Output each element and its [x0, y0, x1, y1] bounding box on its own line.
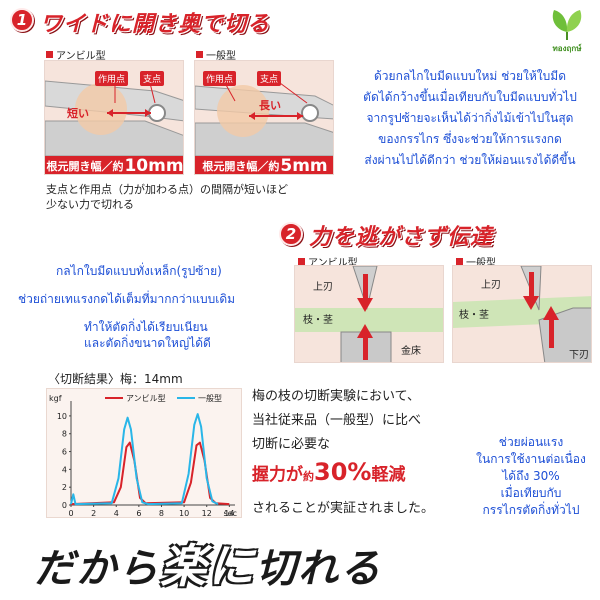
anvil-upper-blade-label: 上刃 — [313, 282, 333, 293]
section2-anvil-diagram: 上刃 枝・茎 金床 — [294, 265, 444, 363]
thai-line: ส่งผ่านไปได้ดีกว่า ช่วยให้ผ่อนแรงได้ดีขึ… — [364, 153, 576, 167]
section1-anvil-label: アンビル型 — [46, 47, 106, 62]
thai-line: ช่วยผ่อนแรง — [498, 435, 564, 449]
thai-line: เมื่อเทียบกับ — [500, 486, 562, 500]
general-pruner-illustration — [195, 61, 333, 157]
chart-y-tick-label: 6 — [62, 448, 67, 457]
chart-x-tick-label: 8 — [159, 509, 164, 518]
chart-y-tick-label: 4 — [62, 465, 67, 474]
thai-line: กรรไกรตัดกิ่งทั่วไป — [482, 503, 580, 517]
chart-x-tick-label: 4 — [114, 509, 119, 518]
slogan-highlight: 楽に — [160, 539, 256, 593]
general-force-illustration — [453, 266, 591, 362]
logo-text: ทองฤกษ์ — [552, 44, 582, 53]
brand-logo: ทองฤกษ์ — [542, 2, 592, 53]
chart-x-tick-label: 14 — [224, 509, 234, 518]
anvil-fulcrum-tag: 支点 — [140, 71, 165, 86]
anvil-force-illustration — [295, 266, 443, 362]
chart-x-tick-label: 10 — [179, 509, 189, 518]
anvil-action-point-tag: 作用点 — [95, 71, 129, 86]
section1-general-label: 一般型 — [196, 47, 236, 62]
chart-legend-label: アンビル型 — [126, 394, 166, 403]
general-branch-label: 枝・茎 — [459, 310, 489, 321]
section2-number: 2 — [279, 222, 303, 246]
slogan: だから楽に切れる — [34, 530, 382, 596]
chart-x-label: sec — [224, 509, 238, 518]
chart-y-tick-label: 8 — [62, 430, 67, 439]
general-distance-label: 長い — [259, 99, 281, 112]
thai-description-3: ช่วยผ่อนแรง ในการใช้งานต่อเนื่อง ได้ถึง … — [464, 434, 598, 519]
chart-svg: 0 2 4 6 8 10 0 2 4 6 8 10 12 14 kgf sec アンビル型 一般型 — [49, 393, 238, 518]
section1-number: 1 — [10, 8, 34, 32]
results-emphasis: 握力が約30%軽減 — [252, 458, 406, 486]
results-text-line2: 当社従来品（一般型）に比べ — [252, 413, 422, 428]
thai-line: ของกรรไกร ซึ่งจะช่วยให้การแรงกด — [378, 132, 562, 146]
slogan-part1: だから — [34, 546, 160, 592]
section1-heading: ワイドに開き奥で切る — [40, 12, 271, 37]
section1-caption-line2: 少ない力で切れる — [46, 198, 134, 211]
chart-y-tick-label: 2 — [62, 483, 67, 492]
thai-line: ตัดได้กว้างขึ้นเมื่อเทียบกับใบมีดแบบทั่ว… — [363, 90, 577, 104]
anvil-bed-label: 金床 — [401, 346, 421, 357]
section2-anvil-label: アンビル型 — [298, 254, 358, 269]
chart-x-tick-label: 6 — [136, 509, 141, 518]
anvil-pruner-illustration — [45, 61, 183, 157]
chart-x-tick-label: 2 — [91, 509, 96, 518]
results-title: 〈切断結果〉梅：14mm — [48, 372, 183, 386]
thai-description-2-line1: กลไกใบมีดแบบทั่งเหล็ก(รูปซ้าย) — [56, 264, 222, 278]
chart-series-line — [70, 413, 219, 506]
cutting-force-chart: 0 2 4 6 8 10 0 2 4 6 8 10 12 14 kgf sec アンビル型 一般型 — [46, 388, 242, 518]
thai-description-2-line2: ช่วยถ่ายเทแรงกดได้เต็มที่มากกว่าแบบเดิม — [18, 292, 236, 306]
chart-x-tick-label: 12 — [202, 509, 212, 518]
slogan-part2: 切れる — [256, 546, 382, 592]
section2-general-label: 一般型 — [456, 254, 496, 269]
section2-heading: 力を逃がさず伝達 — [309, 225, 494, 250]
section2-general-diagram: 上刃 枝・茎 下刃 — [452, 265, 592, 363]
thai-line: ในการใช้งานต่อเนื่อง — [476, 452, 586, 466]
results-text-line3: 切断に必要な — [252, 437, 331, 452]
thai-description-2-line3: ทำให้ตัดกิ่งได้เรียบเนียน — [84, 320, 208, 334]
thai-line: ได้ถึง 30% — [502, 469, 560, 483]
anvil-branch-label: 枝・茎 — [303, 315, 333, 326]
leaf-icon — [552, 10, 582, 40]
thai-description-2-line4: และตัดกิ่งขนาดใหญ่ได้ดี — [84, 336, 211, 350]
section1-caption-line1: 支点と作用点（力が加わる点）の間隔が短いほど — [46, 183, 288, 196]
results-text-end: されることが実証されました。 — [252, 501, 435, 516]
chart-legend-label: 一般型 — [198, 393, 222, 403]
thai-line: ด้วยกลไกใบมีดแบบใหม่ ช่วยให้ใบมีด — [374, 69, 566, 83]
chart-y-tick-label: 10 — [57, 412, 67, 421]
chart-x-tick-label: 0 — [68, 509, 73, 518]
general-action-point-tag: 作用点 — [203, 71, 237, 86]
general-fulcrum-tag: 支点 — [257, 71, 282, 86]
thai-description-1: ด้วยกลไกใบมีดแบบใหม่ ช่วยให้ใบมีด ตัดได้… — [340, 66, 600, 171]
chart-y-tick-label: 0 — [62, 501, 67, 510]
general-upper-blade-label: 上刃 — [481, 280, 501, 291]
chart-y-label: kgf — [49, 394, 62, 403]
anvil-distance-label: 短い — [67, 107, 89, 120]
general-lower-blade-label: 下刃 — [569, 350, 589, 361]
thai-line: จากรูปซ้ายจะเห็นได้ว่ากิ่งไม้เข้าไปในสุด — [366, 111, 574, 125]
results-text-line1: 梅の枝の切断実験において、 — [252, 389, 420, 404]
